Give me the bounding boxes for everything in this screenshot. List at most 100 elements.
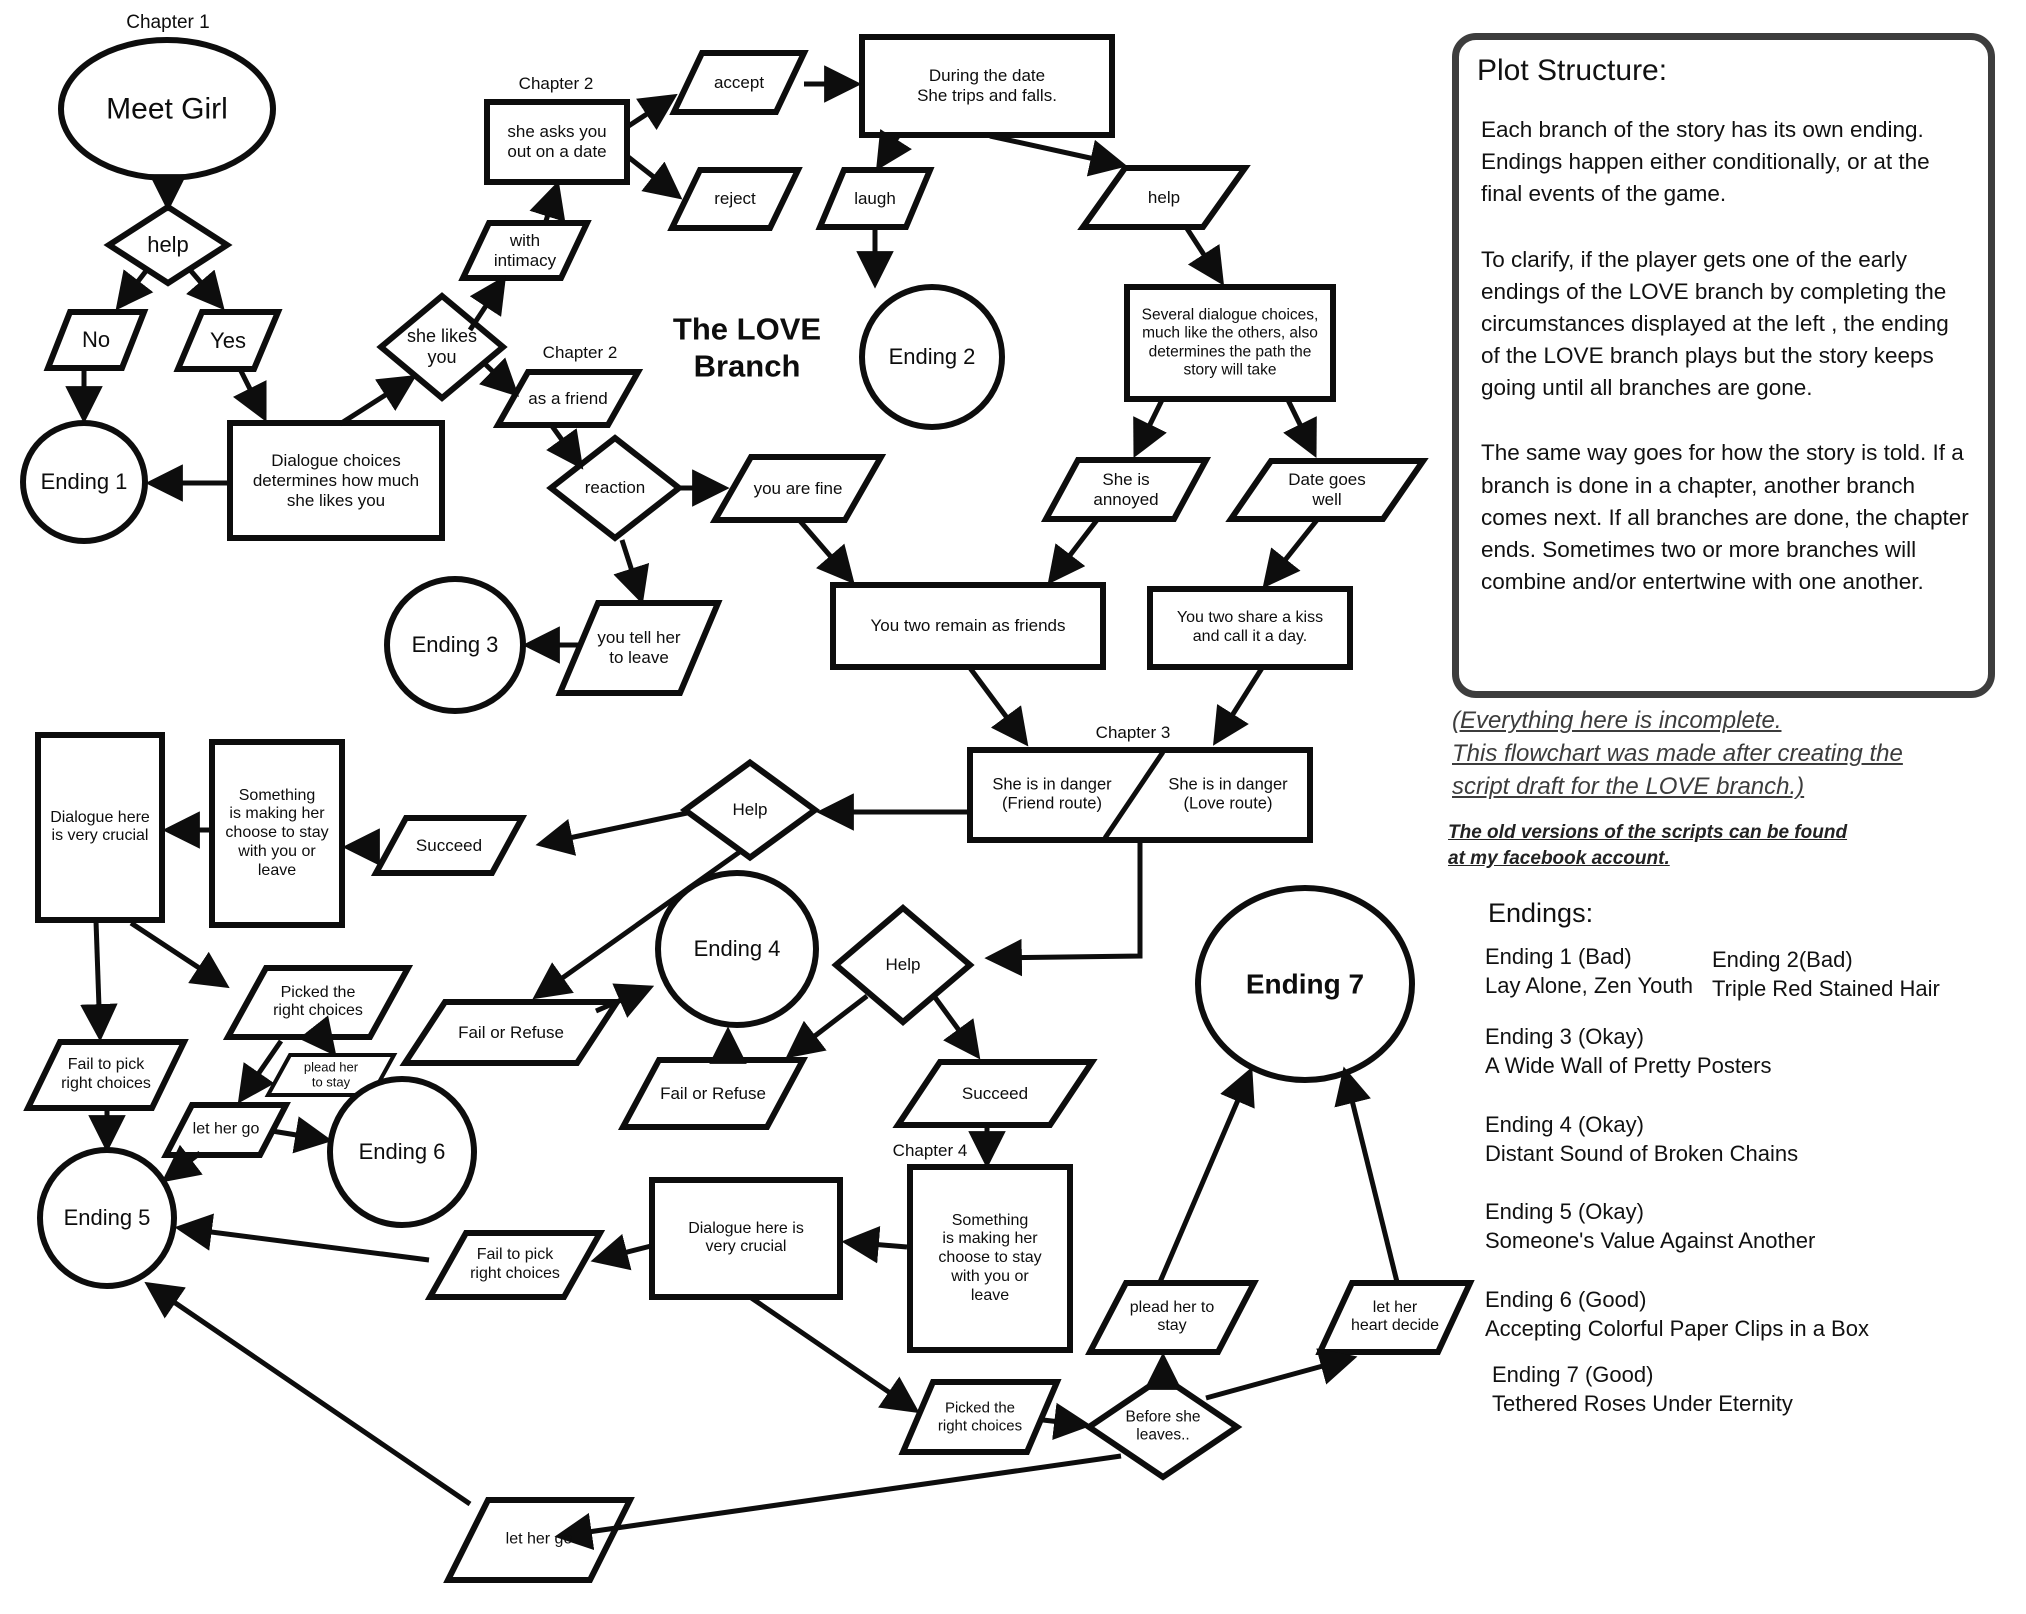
panel-title: Plot Structure: bbox=[1477, 54, 1668, 87]
flow-arrow-26 bbox=[967, 666, 1029, 747]
flow-arrow-8 bbox=[479, 357, 520, 397]
flow-arrow-50 bbox=[1042, 1402, 1092, 1440]
choice-no bbox=[43, 309, 149, 371]
panel-paragraph-2: To clarify, if the player gets one of th… bbox=[1481, 246, 1949, 401]
plot-structure-panel: Plot Structure: Each branch of the story… bbox=[1452, 33, 1995, 698]
she-asks-box bbox=[484, 99, 630, 185]
ending-7-title: Tethered Roses Under Eternity bbox=[1492, 1391, 1793, 1417]
flow-arrow-23 bbox=[613, 539, 650, 605]
picked2 bbox=[898, 1379, 1062, 1455]
ending-7-entry: Ending 7 (Good) Tethered Roses Under Ete… bbox=[1492, 1360, 1793, 1419]
reject bbox=[667, 167, 803, 231]
during-date-box bbox=[859, 34, 1115, 138]
ending5-circle bbox=[37, 1147, 177, 1289]
dialogue2-box bbox=[649, 1177, 843, 1300]
help3-diamond bbox=[679, 758, 821, 862]
she-likes-you-diamond bbox=[376, 292, 508, 402]
flow-arrow-20 bbox=[1262, 518, 1319, 589]
ending-6-name: Ending 6 (Good) bbox=[1485, 1287, 1647, 1312]
flow-arrow-16 bbox=[1183, 225, 1225, 286]
laugh bbox=[815, 167, 935, 230]
ending-7-name: Ending 7 (Good) bbox=[1492, 1362, 1654, 1387]
panel-paragraph-3: The same way goes for how the story is t… bbox=[1481, 440, 1969, 595]
before-she-diamond bbox=[1083, 1373, 1243, 1481]
flow-arrow-47 bbox=[532, 848, 743, 1000]
ending-2-name: Ending 2(Bad) bbox=[1712, 947, 1853, 972]
letgo1 bbox=[161, 1102, 291, 1158]
ending-3-entry: Ending 3 (Okay) A Wide Wall of Pretty Po… bbox=[1485, 1022, 1772, 1081]
ending-4-entry: Ending 4 (Okay) Distant Sound of Broken … bbox=[1485, 1110, 1798, 1169]
kiss-box bbox=[1147, 586, 1353, 670]
you-tell-her bbox=[555, 600, 723, 696]
something1-box bbox=[209, 739, 345, 928]
flow-arrow-9 bbox=[529, 180, 566, 225]
help4-diamond bbox=[831, 904, 975, 1026]
old-versions-note: The old versions of the scripts can be f… bbox=[1448, 822, 1848, 869]
flow-arrow-10 bbox=[625, 93, 678, 131]
flow-arrow-6 bbox=[338, 374, 417, 427]
flow-arrow-49 bbox=[748, 1294, 920, 1414]
failpick1 bbox=[23, 1039, 189, 1111]
flow-arrow-48 bbox=[595, 983, 655, 1018]
flow-arrow-57 bbox=[1102, 750, 1166, 840]
fail-refuse2 bbox=[617, 1057, 809, 1130]
with-intimacy bbox=[458, 220, 592, 281]
letgo2 bbox=[443, 1497, 635, 1583]
danger-box bbox=[967, 747, 1313, 843]
picked1 bbox=[222, 965, 414, 1040]
ending-2-title: Triple Red Stained Hair bbox=[1712, 976, 1940, 1002]
ending6-circle bbox=[327, 1076, 477, 1228]
flow-arrow-18 bbox=[1283, 398, 1317, 459]
flow-arrow-40 bbox=[174, 1213, 430, 1263]
flow-arrow-56 bbox=[1334, 1066, 1400, 1283]
flow-arrow-2 bbox=[186, 269, 225, 311]
meet-girl-ellipse bbox=[58, 37, 276, 181]
flow-arrow-44 bbox=[931, 994, 981, 1060]
flow-arrow-13 bbox=[875, 129, 912, 171]
ending-3-title: A Wide Wall of Pretty Posters bbox=[1485, 1053, 1772, 1079]
flow-arrow-42 bbox=[841, 1225, 908, 1264]
flow-arrow-4 bbox=[232, 367, 267, 423]
flow-arrow-45 bbox=[785, 994, 869, 1059]
flow-arrow-25 bbox=[546, 424, 584, 470]
accept bbox=[669, 50, 809, 115]
ending-2-entry: Ending 2(Bad) Triple Red Stained Hair bbox=[1712, 945, 1940, 1004]
flow-arrow-14 bbox=[989, 133, 1128, 177]
date-goes-well bbox=[1225, 458, 1429, 522]
ending-4-title: Distant Sound of Broken Chains bbox=[1485, 1141, 1799, 1167]
you-are-fine bbox=[709, 454, 887, 523]
ending-5-title: Someone's Value Against Another bbox=[1485, 1228, 1816, 1254]
ending-4-name: Ending 4 (Okay) bbox=[1485, 1112, 1644, 1137]
several-choices-box bbox=[1124, 284, 1336, 402]
she-annoyed bbox=[1040, 457, 1212, 522]
choice-yes bbox=[173, 309, 283, 372]
help2 bbox=[1077, 165, 1251, 230]
friends-box bbox=[830, 582, 1106, 670]
flow-arrow-11 bbox=[625, 154, 683, 200]
flow-arrow-33 bbox=[80, 920, 118, 1042]
something2-box bbox=[907, 1164, 1073, 1353]
as-a-friend bbox=[492, 369, 644, 428]
ending-6-entry: Ending 6 (Good) Accepting Colorful Paper… bbox=[1485, 1285, 1869, 1344]
flow-arrow-30 bbox=[535, 810, 688, 856]
plead2 bbox=[1085, 1280, 1259, 1355]
help1-diamond bbox=[103, 203, 233, 287]
let-heart-decide bbox=[1315, 1280, 1475, 1355]
fail-refuse1 bbox=[399, 999, 623, 1066]
succeed1 bbox=[370, 815, 528, 876]
ending-6-title: Accepting Colorful Paper Clips in a Box bbox=[1485, 1316, 1869, 1342]
ending2-circle bbox=[859, 284, 1005, 430]
flow-arrow-34 bbox=[129, 920, 230, 989]
flow-arrow-41 bbox=[590, 1233, 652, 1271]
flow-arrow-7 bbox=[467, 275, 507, 332]
flow-arrow-37 bbox=[271, 1116, 333, 1154]
flow-arrow-38 bbox=[161, 1144, 203, 1183]
ending-1-title: Lay Alone, Zen Youth bbox=[1485, 973, 1693, 999]
endings-heading: Endings: bbox=[1488, 898, 1594, 928]
failpick2 bbox=[424, 1230, 606, 1300]
ending-3-name: Ending 3 (Okay) bbox=[1485, 1024, 1644, 1049]
ending-1-name: Ending 1 (Bad) bbox=[1485, 944, 1632, 969]
flow-arrow-54 bbox=[144, 1281, 472, 1507]
incomplete-note: (Everything here is incomplete. This flo… bbox=[1452, 707, 1903, 801]
